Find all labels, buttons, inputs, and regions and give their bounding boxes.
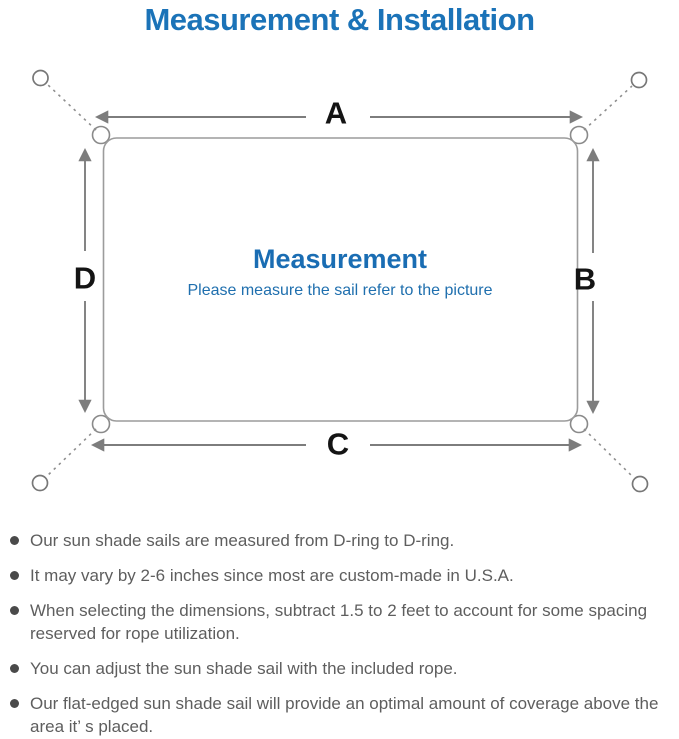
rope-dashed-line bbox=[583, 428, 635, 479]
bullet-dot bbox=[10, 664, 19, 673]
d-ring-icon bbox=[91, 414, 111, 434]
d-ring-icon bbox=[569, 125, 589, 145]
anchor-point-icon bbox=[31, 474, 49, 492]
bullet-dot bbox=[10, 571, 19, 580]
anchor-point-icon bbox=[630, 71, 648, 89]
list-item: Our flat-edged sun shade sail will provi… bbox=[10, 692, 663, 738]
bullet-dot bbox=[10, 536, 19, 545]
list-item: When selecting the dimensions, subtract … bbox=[10, 599, 663, 645]
rope-dashed-line bbox=[45, 428, 97, 478]
dimension-label-a: A bbox=[325, 96, 347, 131]
diagram-center-text: Measurement Please measure the sail refe… bbox=[103, 243, 577, 301]
note-text: When selecting the dimensions, subtract … bbox=[30, 601, 648, 643]
dimension-label-d: D bbox=[74, 261, 96, 296]
notes-list: Our sun shade sails are measured from D-… bbox=[10, 529, 663, 739]
anchor-point-icon bbox=[32, 69, 49, 87]
rope-dashed-line bbox=[583, 85, 633, 131]
note-text: It may vary by 2-6 inches since most are… bbox=[30, 566, 514, 585]
list-item: It may vary by 2-6 inches since most are… bbox=[10, 564, 663, 587]
note-text: Our flat-edged sun shade sail will provi… bbox=[30, 694, 659, 736]
note-text: You can adjust the sun shade sail with t… bbox=[30, 659, 458, 678]
list-item: Our sun shade sails are measured from D-… bbox=[10, 529, 663, 552]
anchor-point-icon bbox=[631, 475, 649, 493]
dimension-label-b: B bbox=[574, 262, 596, 297]
bullet-dot bbox=[10, 699, 19, 708]
diagram-center-subtitle: Please measure the sail refer to the pic… bbox=[187, 282, 493, 299]
bullet-dot bbox=[10, 606, 19, 615]
page-title: Measurement & Installation bbox=[144, 2, 535, 37]
d-ring-icon bbox=[91, 125, 111, 145]
diagram-center-title: Measurement bbox=[252, 244, 428, 274]
d-ring-icon bbox=[569, 414, 589, 434]
dimension-label-c: C bbox=[327, 427, 349, 462]
sail-outline bbox=[102, 137, 579, 422]
note-text: Our sun shade sails are measured from D-… bbox=[30, 531, 455, 550]
list-item: You can adjust the sun shade sail with t… bbox=[10, 657, 663, 680]
rope-dashed-line bbox=[46, 83, 97, 131]
